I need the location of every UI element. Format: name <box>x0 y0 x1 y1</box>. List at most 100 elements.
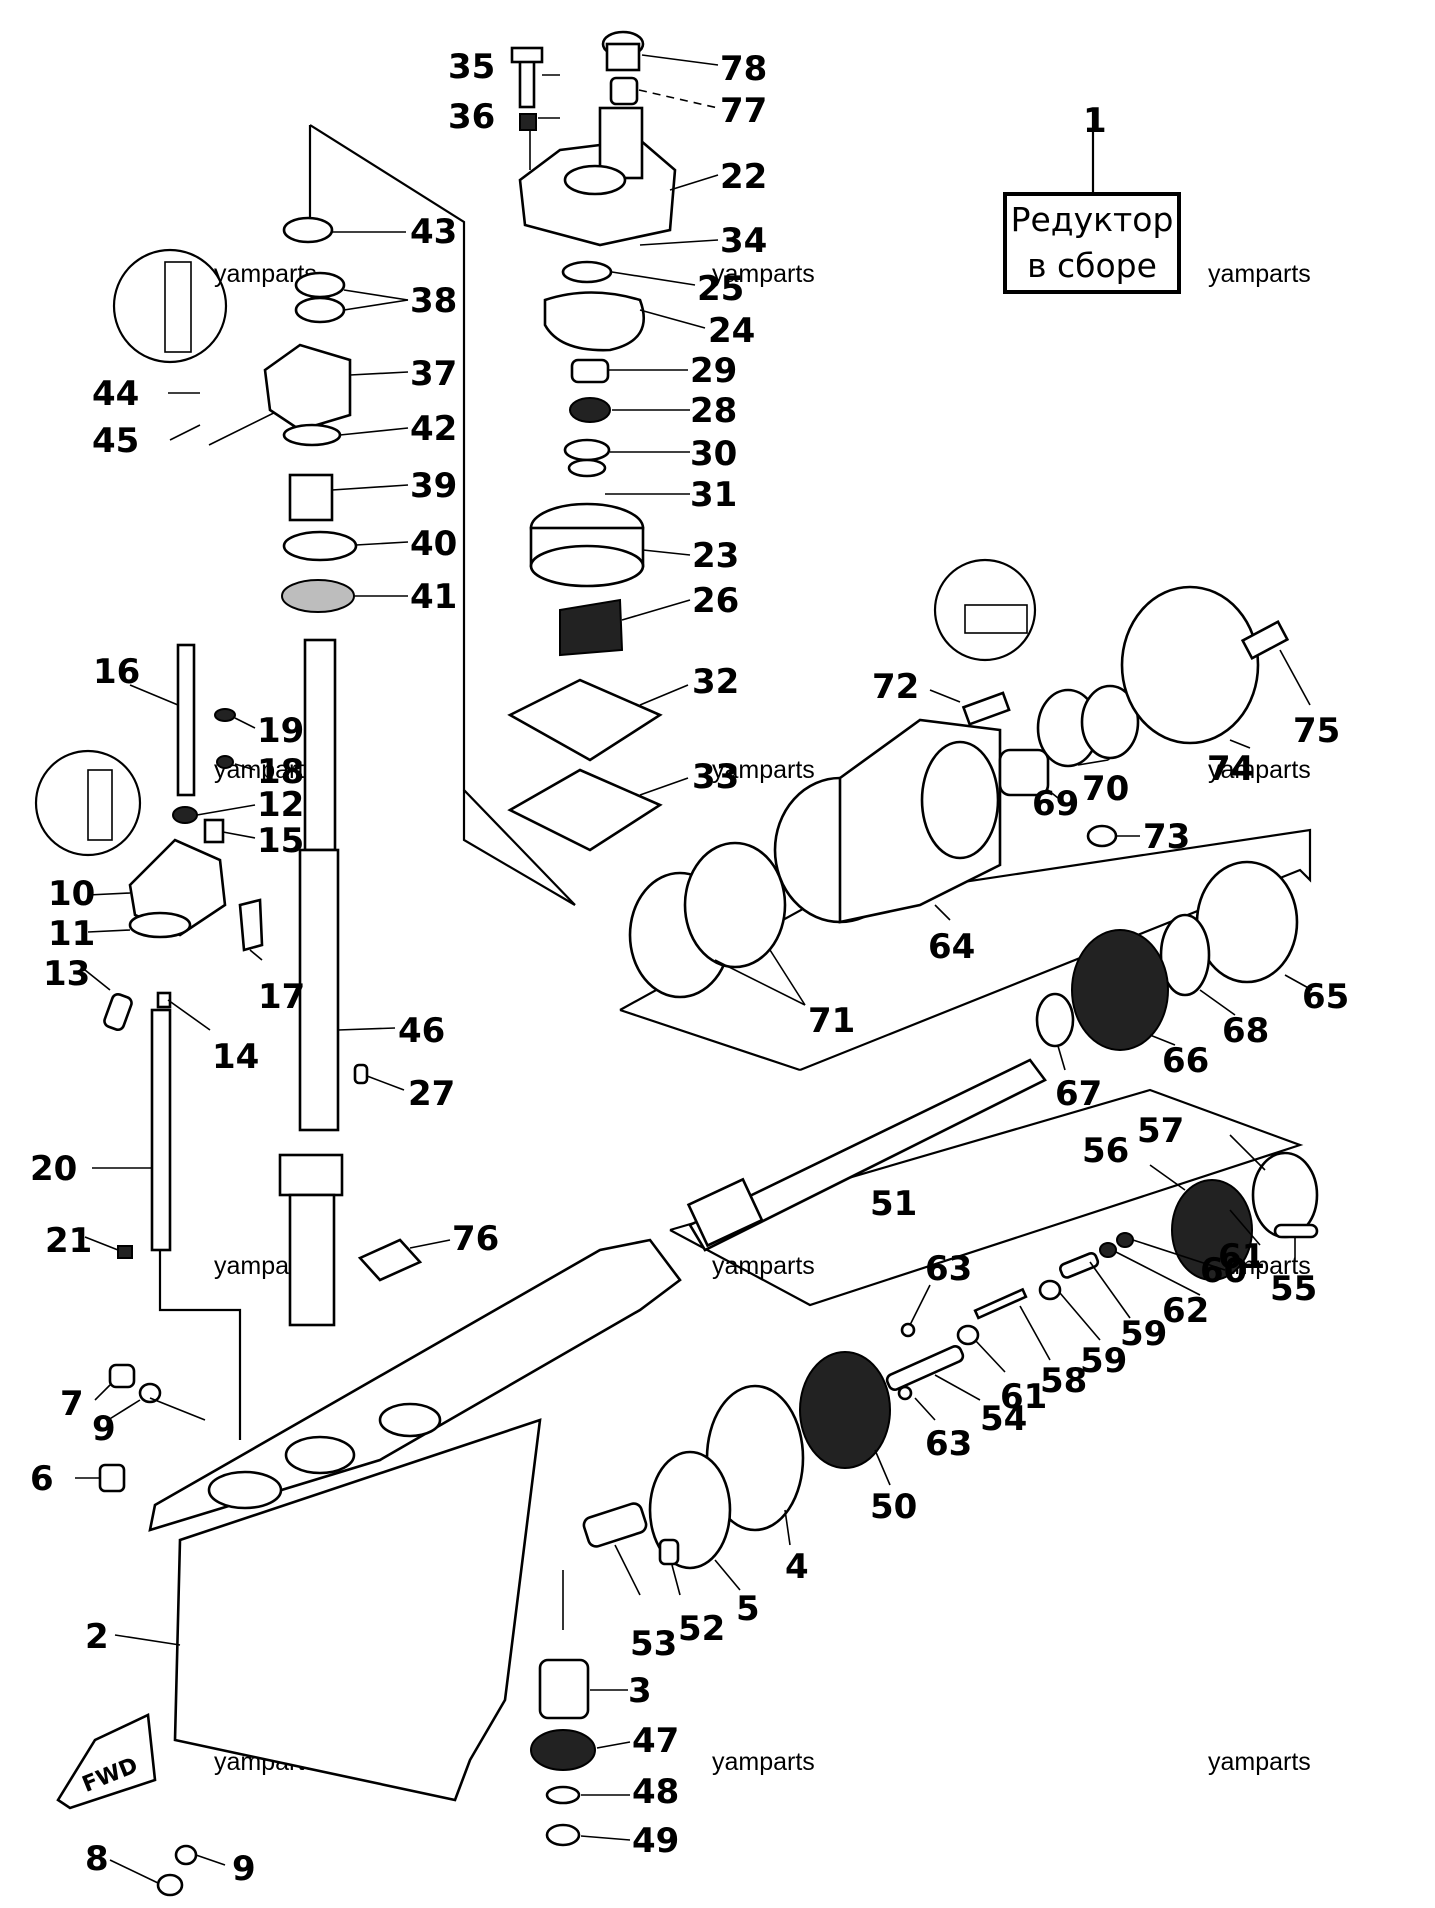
propeller-housing-group <box>619 585 1312 1072</box>
watermark: yamparts <box>1208 260 1311 288</box>
part-label-63a: 63 <box>925 1249 972 1289</box>
washer-36 <box>519 113 537 131</box>
ball-59b <box>1038 1279 1062 1301</box>
watermark: yamparts <box>1208 756 1311 784</box>
part-label-14: 14 <box>212 1037 259 1077</box>
part-label-9a: 9 <box>92 1409 116 1449</box>
ring-60 <box>1116 1232 1134 1248</box>
part-label-29: 29 <box>690 351 737 391</box>
part-label-17: 17 <box>258 977 305 1017</box>
gasket-33 <box>507 768 663 852</box>
part-label-15: 15 <box>257 821 304 861</box>
part-label-43: 43 <box>410 212 457 252</box>
ball-61b <box>956 1324 980 1346</box>
anode-74 <box>1120 585 1260 745</box>
watermark: yamparts <box>712 1252 815 1280</box>
bearing-53 <box>582 1502 648 1548</box>
part-label-23: 23 <box>692 536 739 576</box>
part-label-1: 1 <box>1083 101 1107 141</box>
part-labels: 35 36 78 77 22 34 25 24 29 28 30 31 23 2… <box>30 47 1349 1889</box>
o-ring-42 <box>282 423 342 447</box>
seal-18 <box>216 755 234 769</box>
part-label-7: 7 <box>60 1384 84 1424</box>
assembly-name-box: Редуктор в сборе <box>1003 192 1181 294</box>
part-label-74: 74 <box>1207 749 1254 789</box>
pinion-47 <box>530 1729 596 1771</box>
part-label-61b: 61 <box>1000 1377 1047 1417</box>
watermark: yamparts <box>712 260 815 288</box>
oil-seal-housing-37 <box>263 343 352 432</box>
detail-circles <box>34 248 1037 857</box>
clip-21 <box>117 1245 133 1259</box>
bushing-43 <box>282 216 334 244</box>
bearing-65 <box>1195 860 1299 984</box>
part-label-51: 51 <box>870 1184 917 1224</box>
part-label-27: 27 <box>408 1074 455 1114</box>
part-label-47: 47 <box>632 1721 679 1761</box>
fwd-arrow <box>56 1713 157 1810</box>
assembly-name-line2: в сборе <box>1027 246 1157 285</box>
bolt-15 <box>203 818 225 844</box>
gasket-9b <box>174 1844 198 1866</box>
washer-67 <box>1035 992 1075 1048</box>
part-label-37: 37 <box>410 354 457 394</box>
forward-gear-50 <box>799 1351 891 1469</box>
part-label-67: 67 <box>1055 1074 1102 1114</box>
part-label-50: 50 <box>870 1487 917 1527</box>
propeller-shaft-51 <box>688 1058 1047 1252</box>
part-label-9b: 9 <box>232 1849 256 1889</box>
pin-13 <box>103 992 133 1032</box>
dog-clutch-56 <box>1171 1179 1253 1281</box>
propeller-shaft-group <box>530 1058 1319 1847</box>
watermark: yamparts <box>712 756 815 784</box>
part-label-53: 53 <box>630 1624 677 1664</box>
bearing-52 <box>658 1538 680 1566</box>
part-label-11: 11 <box>48 914 95 954</box>
gasket-24 <box>543 291 646 352</box>
pin-63b <box>897 1385 913 1401</box>
part-label-32: 32 <box>692 662 739 702</box>
part-label-68: 68 <box>1222 1011 1269 1051</box>
drive-shaft-46-upper <box>303 638 337 852</box>
part-label-5: 5 <box>736 1589 760 1629</box>
part-label-76: 76 <box>452 1219 499 1259</box>
part-label-54: 54 <box>980 1399 1027 1439</box>
part-label-30: 30 <box>690 434 737 474</box>
shim-40 <box>282 530 358 562</box>
part-label-73: 73 <box>1143 817 1190 857</box>
o-ring-25 <box>561 260 613 284</box>
collar-6 <box>98 1463 126 1493</box>
nut-49 <box>545 1823 581 1847</box>
part-label-66: 66 <box>1162 1041 1209 1081</box>
bearing-41 <box>281 579 355 613</box>
part-label-77: 77 <box>720 91 767 131</box>
part-label-75: 75 <box>1293 711 1340 751</box>
part-label-28: 28 <box>690 391 737 431</box>
impeller-26 <box>559 598 624 657</box>
o-ring-12 <box>172 806 198 824</box>
shift-rod-20 <box>150 1008 172 1252</box>
washer-73 <box>1086 824 1118 848</box>
shim-68 <box>1159 913 1211 997</box>
part-label-31: 31 <box>690 475 737 515</box>
part-label-8: 8 <box>85 1839 109 1879</box>
part-label-38: 38 <box>410 281 457 321</box>
part-label-10: 10 <box>48 874 95 914</box>
part-label-63b: 63 <box>925 1424 972 1464</box>
shim-62 <box>1099 1242 1117 1258</box>
washer-48 <box>545 1785 581 1805</box>
part-label-62: 62 <box>1162 1291 1209 1331</box>
cartridge-29 <box>570 358 610 384</box>
key-31 <box>567 458 607 478</box>
part-label-26: 26 <box>692 581 739 621</box>
part-label-70: 70 <box>1082 769 1129 809</box>
seal-77 <box>609 76 639 106</box>
watermark: yamparts <box>1208 1748 1311 1776</box>
pin-63a <box>900 1322 916 1338</box>
insert-28 <box>569 397 611 423</box>
part-label-71: 71 <box>808 1001 855 1041</box>
pinion-bearing-sleeve <box>288 1193 336 1327</box>
part-label-16: 16 <box>93 652 140 692</box>
part-label-60: 60 <box>1200 1251 1247 1291</box>
